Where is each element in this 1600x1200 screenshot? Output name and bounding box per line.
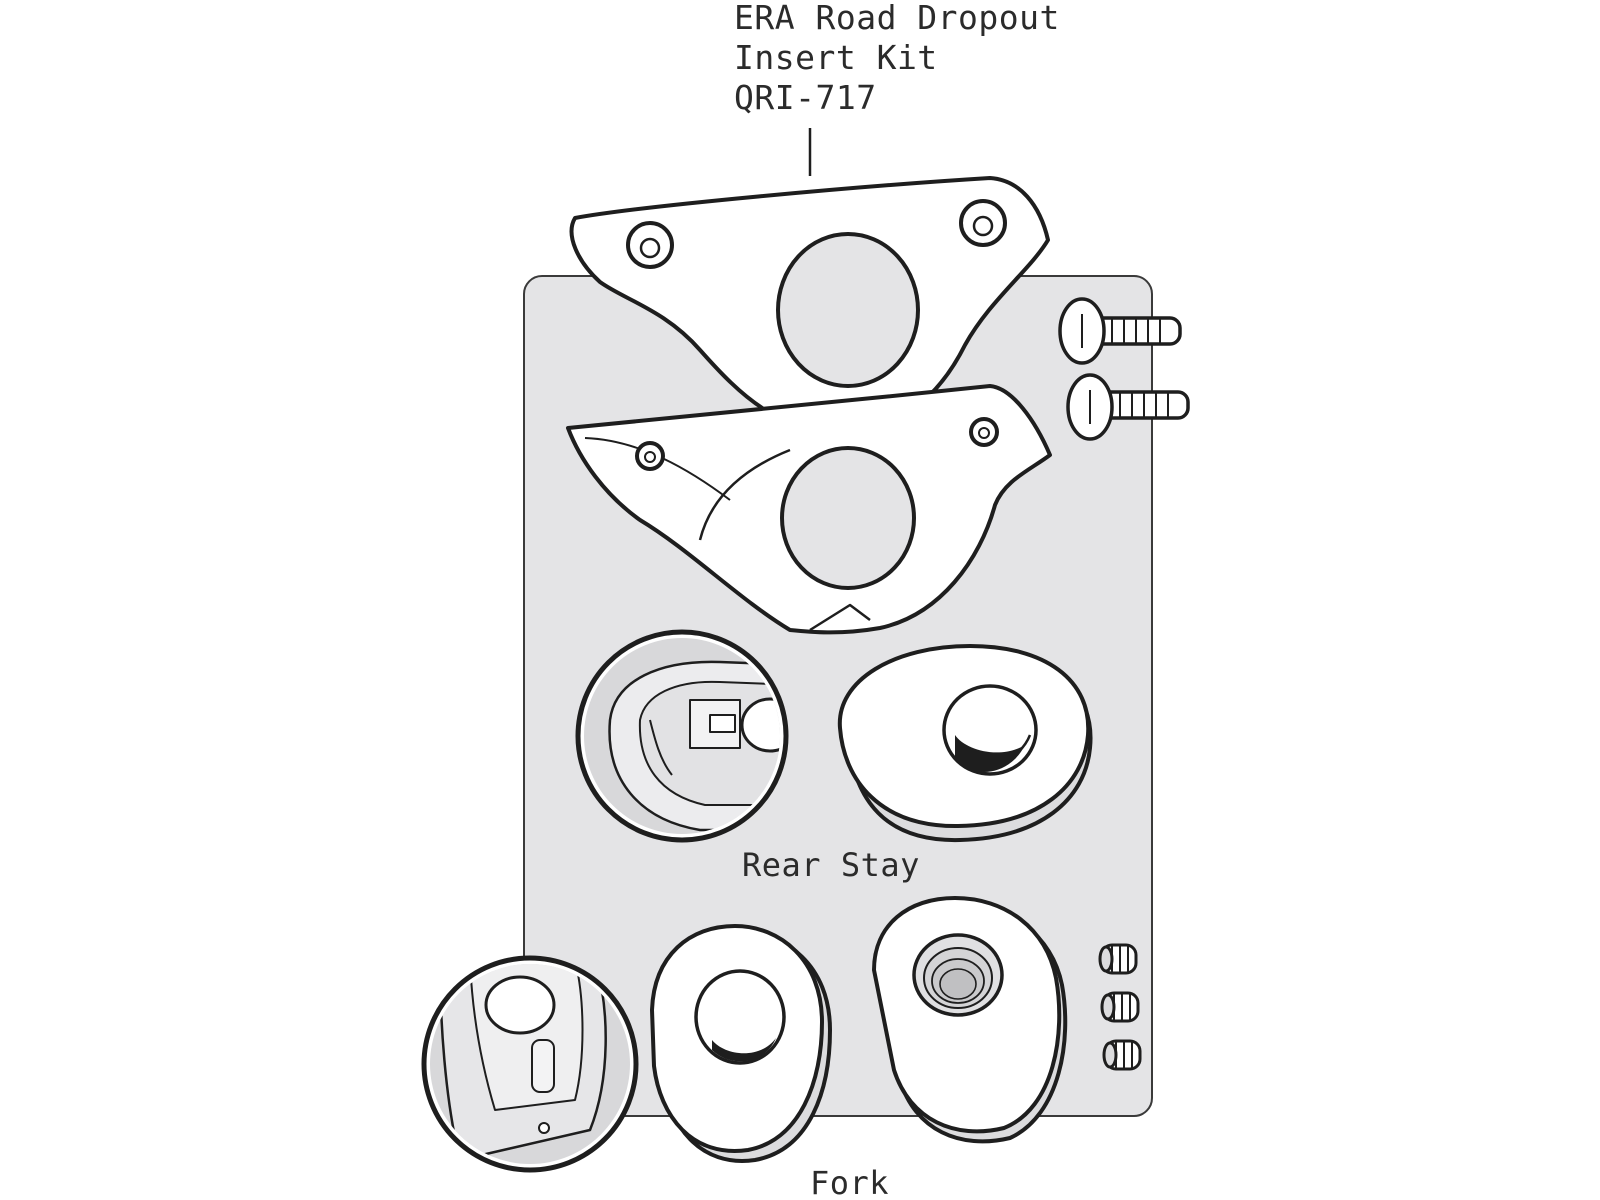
- rear-stay-oval-insert: [837, 644, 1093, 843]
- set-screw-2: [1100, 991, 1140, 1023]
- countersunk-screw-top: [1058, 297, 1182, 365]
- set-screw-3: [1102, 1039, 1142, 1071]
- rear-stay-label: Rear Stay: [742, 846, 920, 884]
- fork-threaded-insert: [872, 896, 1068, 1144]
- set-screw-1: [1098, 943, 1138, 975]
- fork-label: Fork: [810, 1164, 890, 1200]
- callout-line-part-number: QRI-717: [734, 78, 877, 117]
- upper-dropout-plate: [569, 176, 1050, 435]
- callout-line-kit: Insert Kit: [734, 38, 938, 77]
- fork-oval-insert: [650, 924, 832, 1163]
- callout-line-product: ERA Road Dropout: [734, 0, 1060, 37]
- rear-stay-detail-circle: [575, 629, 789, 843]
- lower-dropout-plate: [566, 384, 1052, 635]
- fork-detail-circle: [421, 955, 639, 1173]
- kit-callout-title: ERA Road Dropout Insert Kit QRI-717: [734, 0, 1060, 118]
- lower-plate-axle-hole: [780, 446, 916, 590]
- fork-insert-hole: [694, 969, 786, 1065]
- upper-plate-axle-hole: [776, 232, 920, 388]
- countersunk-screw-bottom: [1066, 373, 1190, 441]
